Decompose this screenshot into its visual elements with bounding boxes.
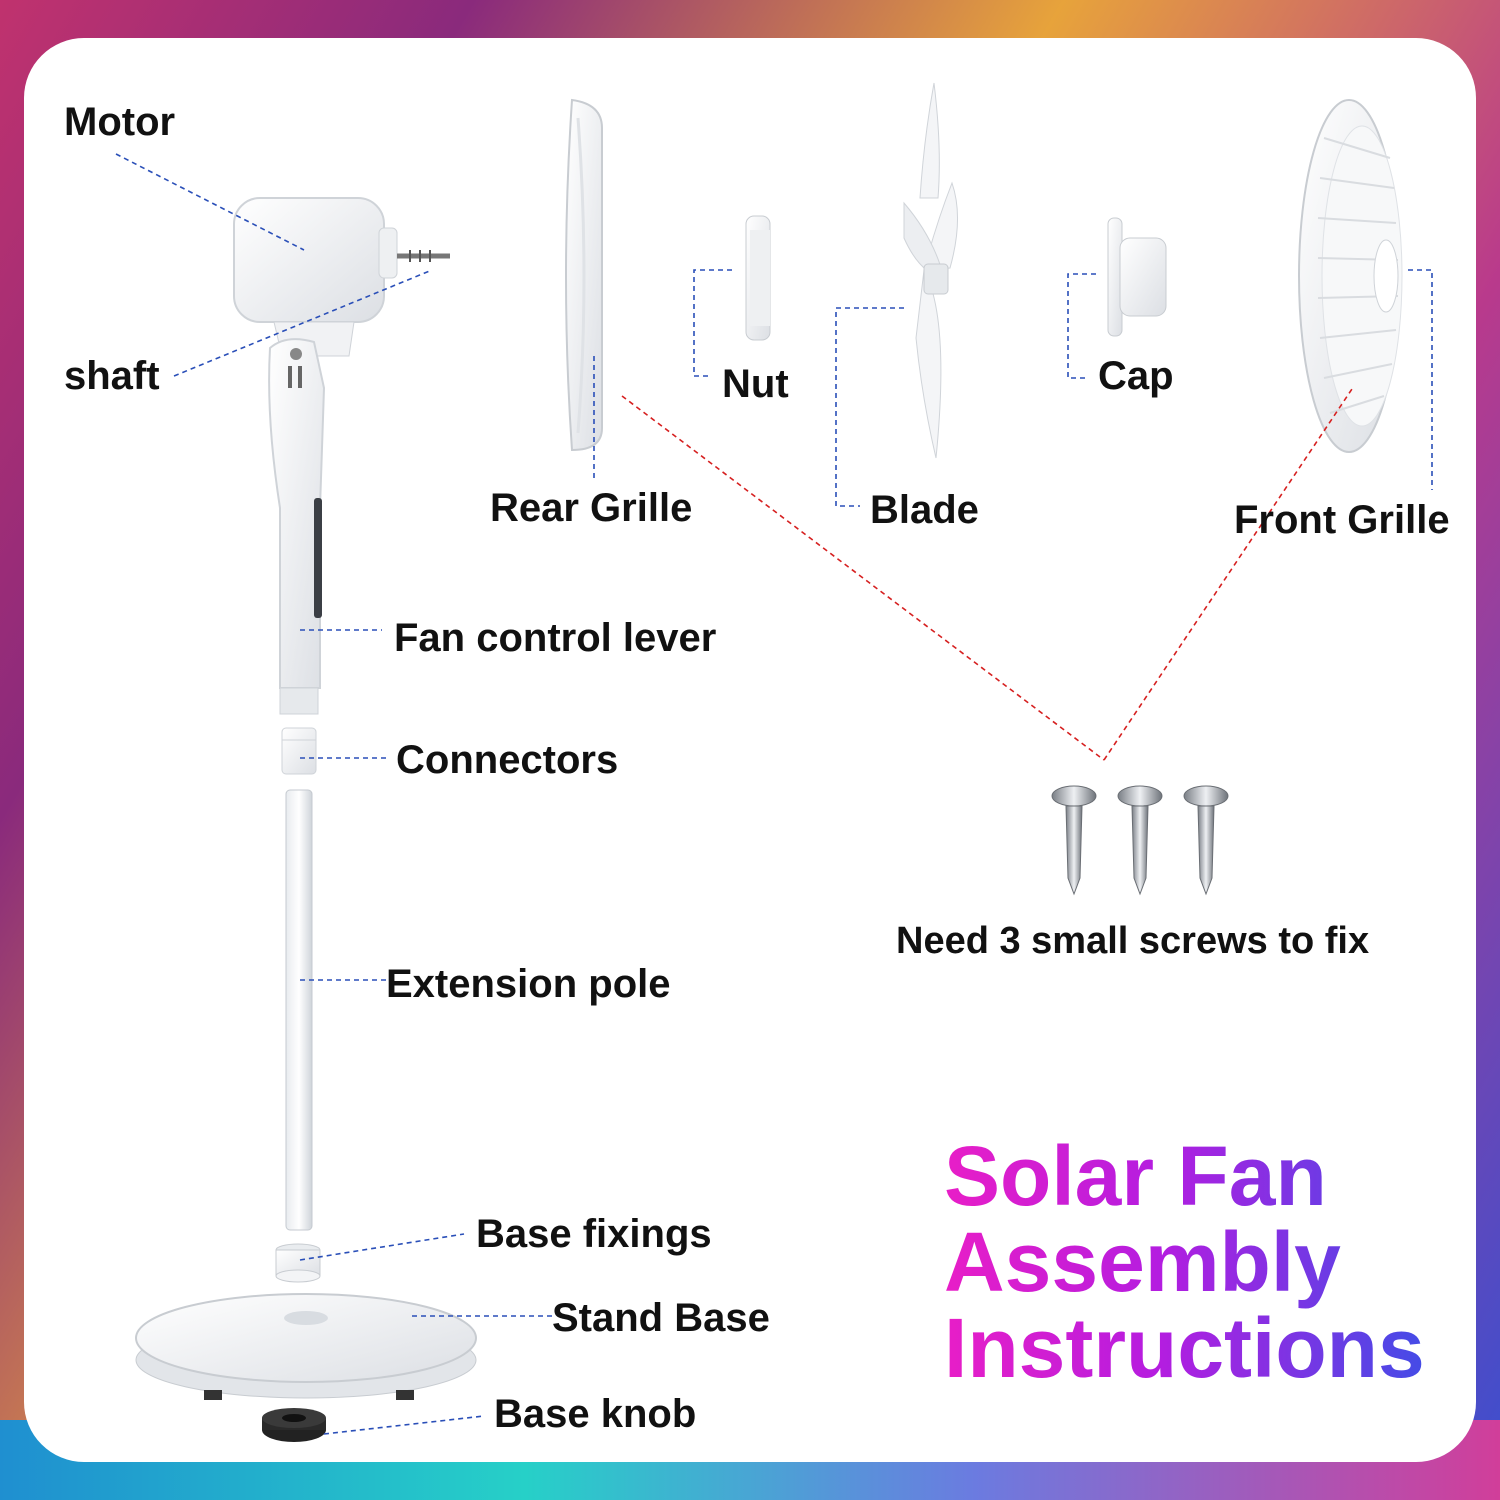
title-line-1: Solar Fan [944, 1129, 1327, 1223]
screw-leader-lines [621, 385, 1355, 761]
label-shaft: shaft [64, 354, 160, 398]
extension-pole-part [285, 789, 313, 1231]
leader-lines [115, 153, 1433, 1435]
label-base-knob: Base knob [494, 1392, 697, 1436]
blade-part [903, 82, 958, 459]
title-line-3: Instructions [944, 1301, 1425, 1395]
diagram-card: Motor shaft Rear Grille Nut Blade Cap Fr… [24, 38, 1476, 1462]
cap-part [1107, 217, 1167, 337]
nut-part [745, 215, 771, 341]
screw-3 [1183, 785, 1229, 896]
label-motor: Motor [64, 100, 176, 144]
label-extension-pole: Extension pole [386, 962, 671, 1006]
rear-grille-part [565, 98, 603, 452]
label-base-fixings: Base fixings [476, 1212, 712, 1256]
label-blade: Blade [870, 488, 979, 532]
label-screws-note: Need 3 small screws to fix [896, 920, 1370, 962]
title-line-2: Assembly [944, 1215, 1341, 1309]
exploded-diagram [115, 82, 1433, 1442]
label-fan-control-lever: Fan control lever [394, 616, 717, 660]
label-rear-grille: Rear Grille [490, 486, 693, 530]
label-cap: Cap [1098, 354, 1174, 398]
base-knob-part [262, 1408, 326, 1442]
page-title: Solar Fan Assembly Instructions [944, 1133, 1476, 1391]
label-front-grille: Front Grille [1234, 498, 1450, 542]
screws-part [1051, 785, 1229, 896]
label-stand-base: Stand Base [552, 1296, 770, 1340]
stand-base-part [135, 1293, 477, 1400]
label-connectors: Connectors [396, 738, 619, 782]
screw-1 [1051, 785, 1097, 896]
screw-2 [1117, 785, 1163, 896]
motor-part [233, 197, 450, 357]
label-nut: Nut [722, 362, 789, 406]
front-grille-part [1298, 99, 1403, 453]
connector-part [281, 727, 317, 775]
fan-control-lever-part [268, 338, 326, 715]
base-fixing-part [275, 1243, 321, 1283]
